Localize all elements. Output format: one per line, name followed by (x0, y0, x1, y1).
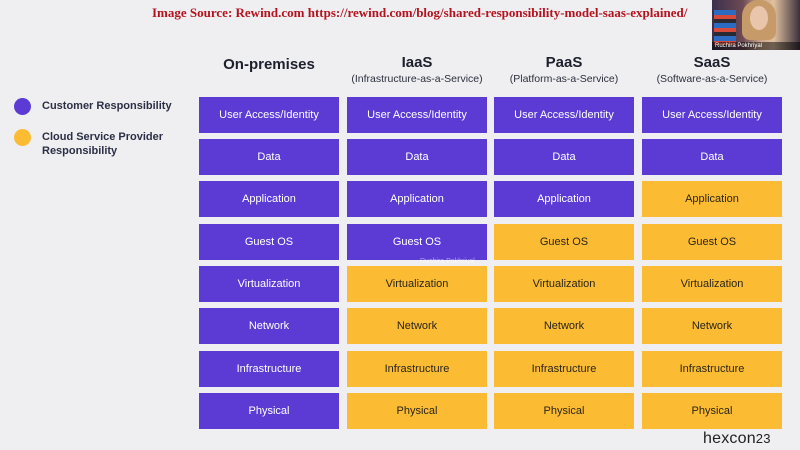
cell-saas-infrastructure: Infrastructure (642, 351, 782, 387)
cell-on-premises-guest-os: Guest OS (199, 224, 339, 260)
cell-on-premises-virtualization: Virtualization (199, 266, 339, 302)
cell-iaas-virtualization: Virtualization (347, 266, 487, 302)
cell-iaas-network: Network (347, 308, 487, 344)
legend-label-provider: Cloud Service Provider Responsibility (42, 131, 164, 157)
presenter-face (750, 6, 768, 30)
cell-on-premises-application: Application (199, 181, 339, 217)
cell-paas-user-access-identity: User Access/Identity (494, 97, 634, 133)
legend: Customer Responsibility Cloud Service Pr… (14, 98, 172, 172)
cell-iaas-user-access-identity: User Access/Identity (347, 97, 487, 133)
column-title: On-premises (223, 56, 315, 73)
cell-on-premises-network: Network (199, 308, 339, 344)
column-subtitle: (Platform-as-a-Service) (509, 73, 619, 85)
watermark: Ruchira Pokhriyal (420, 258, 475, 265)
cell-saas-guest-os: Guest OS (642, 224, 782, 260)
logo-number: 23 (755, 431, 771, 446)
cell-on-premises-physical: Physical (199, 393, 339, 429)
cell-paas-guest-os: Guest OS (494, 224, 634, 260)
image-source-caption: Image Source: Rewind.com https://rewind.… (152, 5, 688, 20)
cell-saas-virtualization: Virtualization (642, 266, 782, 302)
column-header-on-premises: On-premises (199, 56, 339, 74)
cell-on-premises-infrastructure: Infrastructure (199, 351, 339, 387)
column-subtitle: (Infrastructure-as-a-Service) (351, 73, 483, 85)
column-subtitle: (Software-as-a-Service) (656, 73, 768, 85)
cell-paas-physical: Physical (494, 393, 634, 429)
cell-paas-infrastructure: Infrastructure (494, 351, 634, 387)
presenter-video-thumbnail: Ruchira Pokhriyal (712, 0, 800, 50)
cell-paas-application: Application (494, 181, 634, 217)
cell-iaas-application: Application (347, 181, 487, 217)
column-header-iaas: IaaS (Infrastructure-as-a-Service) (347, 54, 487, 86)
legend-item-customer: Customer Responsibility (14, 98, 172, 115)
cell-saas-data: Data (642, 139, 782, 175)
column-header-paas: PaaS (Platform-as-a-Service) (494, 54, 634, 86)
cell-paas-data: Data (494, 139, 634, 175)
cell-saas-user-access-identity: User Access/Identity (642, 97, 782, 133)
presenter-name: Ruchira Pokhriyal (712, 42, 800, 50)
cell-paas-virtualization: Virtualization (494, 266, 634, 302)
cell-iaas-guest-os: Guest OS (347, 224, 487, 260)
hexcon-logo: hexcon23 (703, 430, 771, 448)
cell-on-premises-data: Data (199, 139, 339, 175)
legend-label-customer: Customer Responsibility (42, 100, 172, 112)
cell-saas-application: Application (642, 181, 782, 217)
column-header-saas: SaaS (Software-as-a-Service) (642, 54, 782, 86)
customer-swatch-icon (14, 98, 31, 115)
cell-iaas-physical: Physical (347, 393, 487, 429)
cell-iaas-data: Data (347, 139, 487, 175)
column-title: PaaS (545, 54, 583, 71)
cell-saas-physical: Physical (642, 393, 782, 429)
logo-text: hexcon (703, 430, 756, 447)
column-title: SaaS (693, 54, 731, 71)
column-title: IaaS (401, 54, 433, 71)
cell-saas-network: Network (642, 308, 782, 344)
provider-swatch-icon (14, 129, 31, 146)
legend-item-provider: Cloud Service Provider Responsibility (14, 129, 172, 158)
bookshelf-background (714, 10, 736, 46)
cell-on-premises-user-access-identity: User Access/Identity (199, 97, 339, 133)
cell-iaas-infrastructure: Infrastructure (347, 351, 487, 387)
cell-paas-network: Network (494, 308, 634, 344)
